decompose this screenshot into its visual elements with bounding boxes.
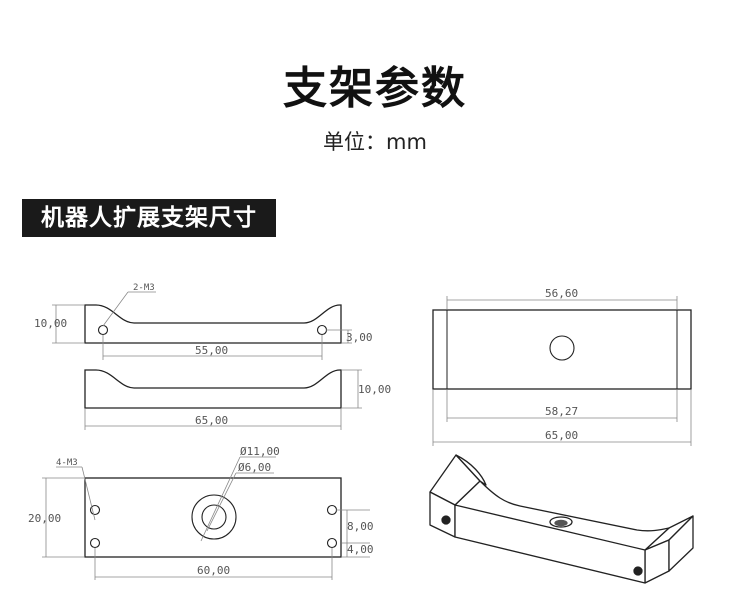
end-view-outline (432, 309, 692, 390)
center-inner-circle (201, 504, 227, 530)
end-bottom-length-label: 58,27 (545, 405, 578, 418)
unit-label: 单位：mm (323, 130, 427, 154)
side-height-label: 10,00 (358, 383, 391, 396)
end-top-length-label: 56,60 (545, 287, 578, 300)
iso-left-hole (441, 515, 451, 525)
lower-offset-label: 4,00 (347, 543, 374, 556)
inner-diameter-label: Ø6,00 (238, 461, 271, 474)
top-view-dimensions (42, 456, 370, 580)
top-hole-lower-left (89, 537, 101, 549)
front-right-hole (316, 324, 328, 336)
iso-right-block-side (668, 515, 694, 572)
front-view-outline (84, 304, 342, 344)
top-spacing-label: 60,00 (197, 564, 230, 577)
front-hole-callout: 2-M3 (133, 283, 155, 293)
top-view (84, 477, 342, 558)
page-title: 支架参数 (283, 63, 467, 114)
end-view-center-hole (549, 335, 575, 361)
section-header: 机器人扩展支架尺寸 (22, 199, 276, 237)
upper-offset-label: 8,00 (347, 520, 374, 533)
iso-center-hole-inner (554, 519, 568, 527)
top-hole-lower-right (326, 537, 338, 549)
front-hole-height-label: 3,00 (346, 331, 373, 344)
side-view-dimensions (84, 369, 362, 430)
top-hole-callout: 4-M3 (56, 458, 78, 468)
side-view-outline (84, 369, 342, 409)
end-overall-length-label: 65,00 (545, 429, 578, 442)
isometric-view (429, 454, 694, 584)
end-view (432, 309, 692, 390)
iso-left-inner (455, 454, 487, 486)
front-view-dimensions (52, 291, 352, 360)
iso-base-front (454, 504, 646, 584)
outer-diameter-label: Ø11,00 (240, 445, 280, 458)
front-hole-spacing-label: 55,00 (195, 344, 228, 357)
side-view (84, 369, 342, 409)
top-width-label: 20,00 (28, 512, 61, 525)
front-height-label: 10,00 (34, 317, 67, 330)
end-view-dimensions (432, 296, 692, 446)
top-hole-upper-right (326, 504, 338, 516)
front-left-hole (97, 324, 109, 336)
top-view-outline (84, 477, 342, 558)
front-view (84, 304, 342, 344)
iso-right-hole (633, 566, 643, 576)
top-hole-upper-left (89, 504, 101, 516)
center-outer-circle (191, 494, 237, 540)
side-length-label: 65,00 (195, 414, 228, 427)
